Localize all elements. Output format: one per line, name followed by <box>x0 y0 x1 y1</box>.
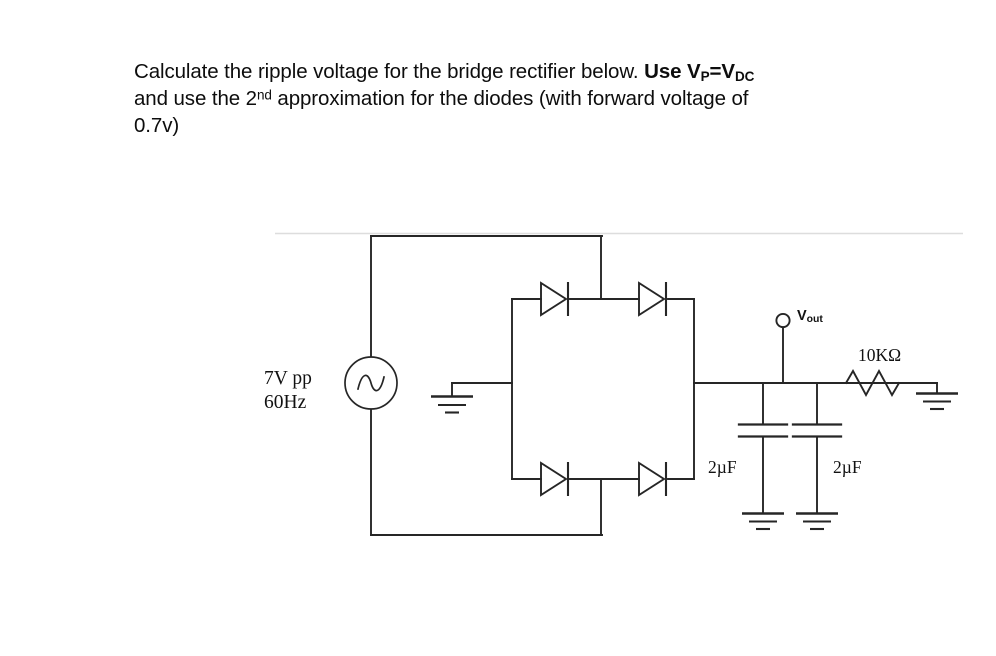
statement-line-2-text-a: and use the 2 <box>134 87 257 110</box>
vout-label-subscript: out <box>806 314 823 326</box>
diode-top-left-icon <box>540 281 570 317</box>
ground-source-side-icon <box>431 395 473 414</box>
diode-top-right-icon <box>638 281 668 317</box>
ac-source-frequency-label: 60Hz <box>264 392 307 413</box>
vdc-subscript: DC <box>734 68 755 84</box>
ground-capacitor-1-icon <box>742 512 784 531</box>
ac-source-label: 7V pp 60Hz <box>264 367 312 415</box>
diode-bottom-left-icon <box>540 461 570 497</box>
ground-capacitor-2-icon <box>796 512 838 531</box>
ac-source-amplitude-label: 7V pp <box>264 368 312 389</box>
ground-load-resistor-icon <box>916 392 958 411</box>
vp-subscript: P <box>700 68 710 84</box>
wires <box>344 235 938 536</box>
ordinal-superscript: nd <box>256 87 272 103</box>
diode-bottom-right-icon <box>638 461 668 497</box>
load-resistor-zigzag <box>844 369 901 397</box>
statement-line-1-text: Calculate the ripple voltage for the bri… <box>134 60 645 83</box>
statement-line-2-text-b: approximation for the diodes (with forwa… <box>271 87 749 110</box>
vout-terminal-circle <box>775 312 791 329</box>
vout-label-v: V <box>797 308 807 324</box>
vout-label: Vout <box>797 308 823 325</box>
capacitor-2-value-label: 2µF <box>833 457 862 477</box>
capacitor-1-value-label: 2µF <box>708 457 737 477</box>
statement-vp-bold: Use VP=VDC <box>644 60 755 84</box>
statement-line-3-text: 0.7v) <box>134 114 180 137</box>
problem-statement: Calculate the ripple voltage for the bri… <box>134 58 934 139</box>
ac-source-sine-icon <box>356 374 386 392</box>
resistor-value-label: 10KΩ <box>858 345 902 365</box>
